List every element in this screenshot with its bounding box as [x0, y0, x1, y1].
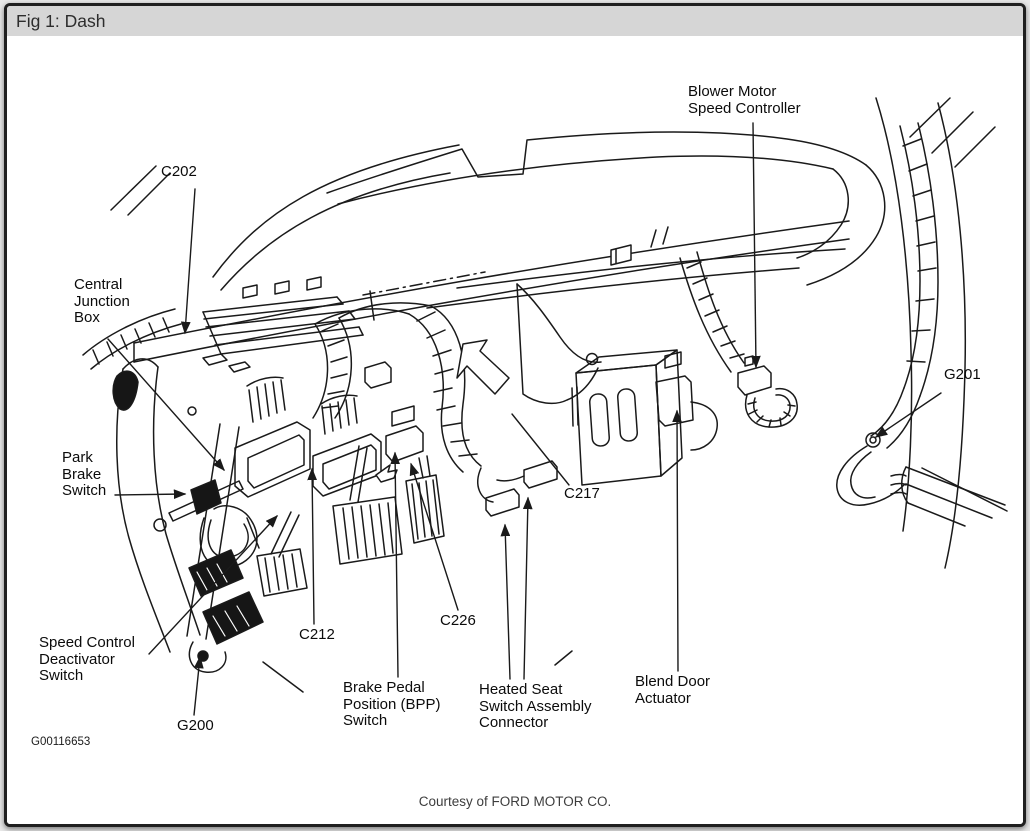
bpp-switch-leader-arrow — [390, 451, 401, 678]
heated-seat-leader-arrow-2 — [522, 496, 533, 680]
a-pillar-art — [875, 97, 996, 569]
callout-speed-control-deactivator-switch: Speed Control Deactivator Switch — [39, 634, 135, 684]
c217-leader-line — [511, 413, 570, 486]
connectors-art — [234, 376, 424, 498]
callout-g200: G200 — [177, 717, 214, 734]
figure-id-code: G00116653 — [31, 736, 91, 748]
speed-control-leader-arrow — [148, 514, 278, 655]
cross-car-beam-art — [133, 220, 850, 363]
c202-leader-arrow — [180, 188, 196, 335]
callout-blower-motor-speed-controller: Blower Motor Speed Controller — [688, 83, 801, 117]
figure-frame: Fig 1: Dash — [4, 3, 1026, 827]
c226-leader-arrow — [409, 462, 459, 611]
callout-central-junction-box: Central Junction Box — [74, 276, 130, 326]
left-structure-art — [112, 358, 264, 673]
callout-c217: C217 — [564, 485, 600, 502]
blend-door-actuator-art — [575, 349, 718, 486]
callout-blend-door-actuator: Blend Door Actuator — [635, 673, 711, 707]
central-junction-box-leader-arrow — [107, 338, 225, 472]
diagram-canvas: C202 Central Junction Box Park Brake Swi… — [7, 36, 1023, 824]
figure-credit: Courtesy of FORD MOTOR CO. — [418, 794, 612, 809]
blend-door-leader-arrow — [672, 409, 682, 672]
callout-c226: C226 — [440, 612, 476, 629]
callout-c202: C202 — [161, 163, 197, 180]
callout-heated-seat-switch-assembly-connector: Heated Seat Switch Assembly Connector — [479, 681, 592, 731]
callout-g201: G201 — [944, 366, 981, 383]
callout-c212: C212 — [299, 626, 335, 643]
g201-leader-arrow — [874, 392, 942, 438]
dash-wiring-illustration — [82, 97, 1008, 716]
callout-brake-pedal-position-switch: Brake Pedal Position (BPP) Switch — [343, 679, 441, 729]
wiring-harness-art — [82, 251, 745, 473]
g200-leader-arrow — [193, 655, 204, 716]
figure-title: Fig 1: Dash — [16, 10, 106, 31]
callout-park-brake-switch: Park Brake Switch — [62, 449, 107, 499]
ground-g201-art — [836, 432, 1008, 527]
dash-outline-art — [110, 131, 886, 309]
heated-seat-leader-arrow-1 — [500, 523, 511, 680]
figure-title-bar: Fig 1: Dash — [7, 6, 1023, 36]
pillar-harness-art — [870, 122, 939, 449]
c217-connectors-art — [375, 339, 558, 517]
leader-lines — [107, 122, 942, 716]
blower-motor-leader-arrow — [750, 122, 761, 369]
central-junction-box-art — [187, 276, 364, 416]
pedals-art — [256, 445, 573, 693]
c212-leader-arrow — [307, 467, 318, 625]
blower-connector-art — [737, 355, 798, 428]
park-brake-switch-leader-arrow — [114, 489, 187, 500]
